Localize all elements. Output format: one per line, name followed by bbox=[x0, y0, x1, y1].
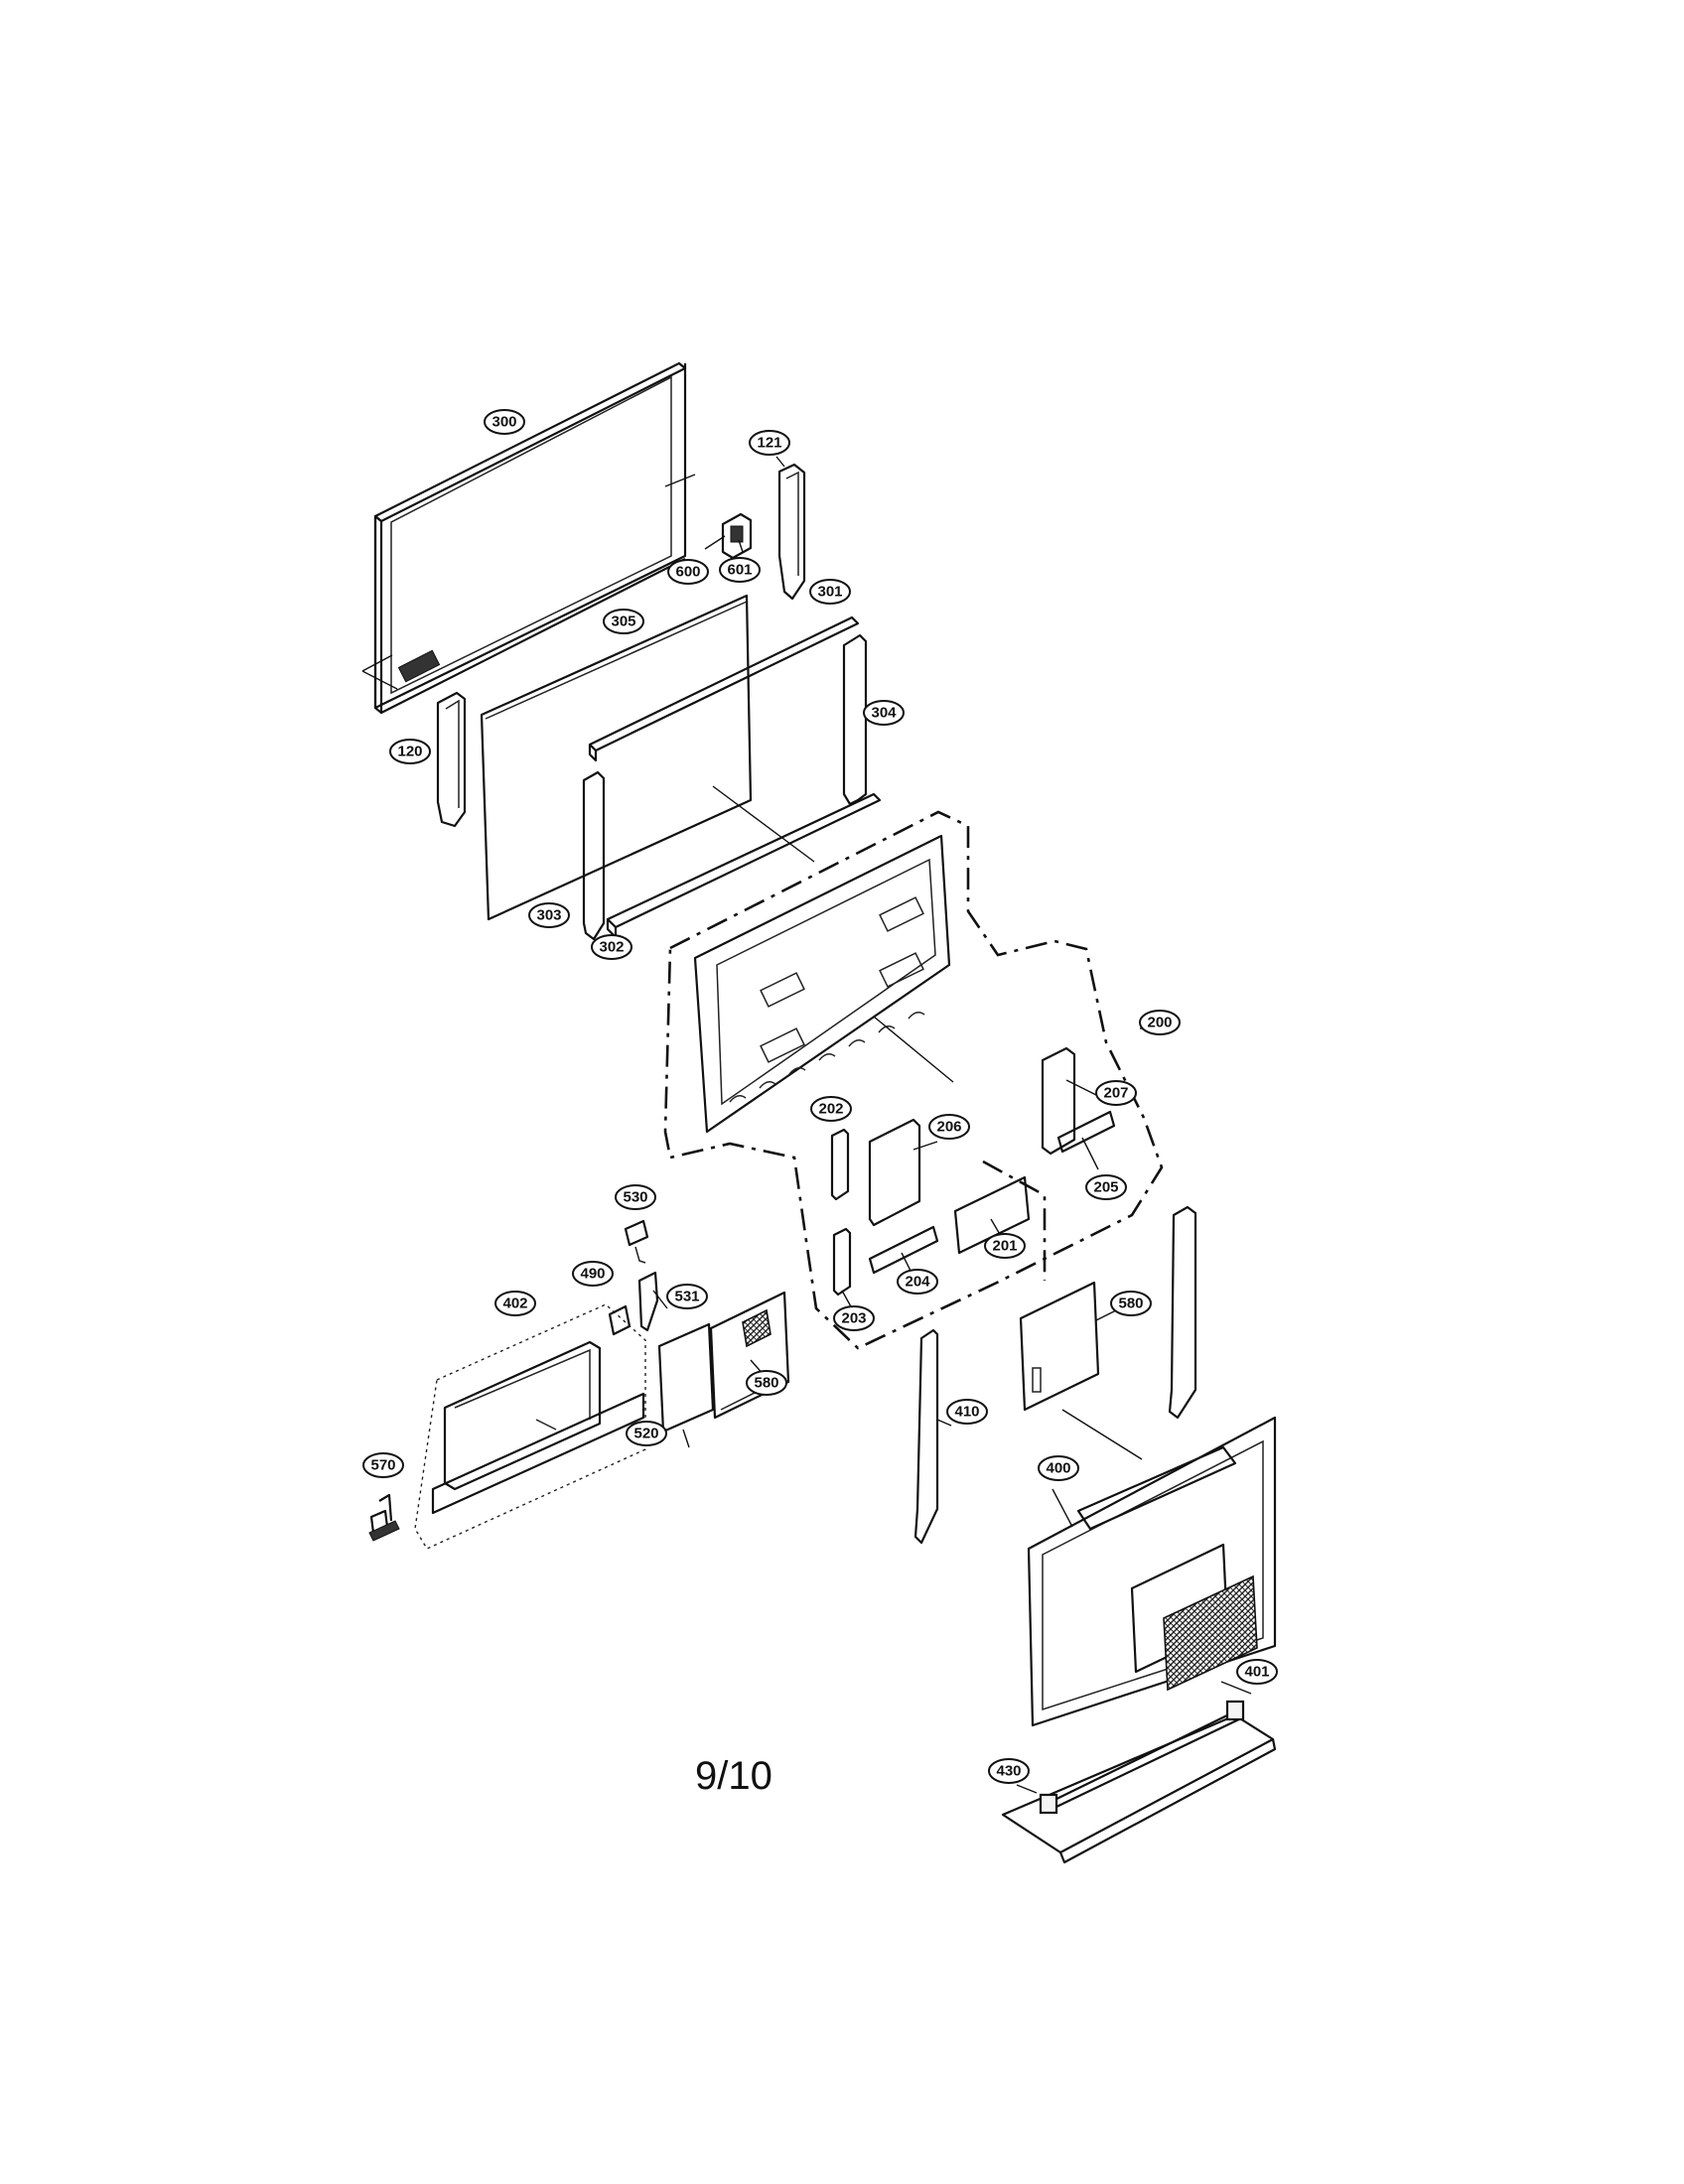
chassis-group-200 bbox=[663, 810, 1164, 1350]
callout-302: 302 bbox=[591, 934, 632, 960]
callout-301: 301 bbox=[809, 579, 851, 605]
left-strip-303 bbox=[582, 770, 606, 941]
callout-600: 600 bbox=[667, 559, 709, 585]
svg-text:490: 490 bbox=[580, 1266, 605, 1283]
callout-401: 401 bbox=[1236, 1659, 1278, 1685]
svg-text:410: 410 bbox=[954, 1404, 979, 1421]
svg-text:402: 402 bbox=[502, 1296, 527, 1312]
svg-text:204: 204 bbox=[905, 1274, 930, 1291]
glass-panel-305 bbox=[480, 594, 815, 921]
bracket-570 bbox=[368, 1493, 400, 1542]
board-520 bbox=[657, 1322, 715, 1448]
callout-402: 402 bbox=[494, 1291, 536, 1316]
side-bracket-121 bbox=[775, 456, 806, 601]
filter-strip-301 bbox=[588, 615, 860, 762]
board-203 bbox=[832, 1227, 853, 1309]
svg-text:430: 430 bbox=[996, 1763, 1021, 1780]
svg-text:120: 120 bbox=[397, 744, 422, 760]
svg-text:531: 531 bbox=[674, 1289, 699, 1305]
rear-cover-400 bbox=[1027, 1416, 1277, 1727]
svg-text:207: 207 bbox=[1103, 1085, 1128, 1102]
board-580-left bbox=[709, 1291, 790, 1420]
callout-204: 204 bbox=[897, 1269, 938, 1295]
callout-400: 400 bbox=[1038, 1455, 1079, 1481]
svg-text:580: 580 bbox=[1118, 1296, 1143, 1312]
svg-text:203: 203 bbox=[841, 1310, 866, 1327]
callout-205: 205 bbox=[1085, 1174, 1127, 1200]
bracket-490 bbox=[608, 1304, 632, 1336]
chassis-inner-divider bbox=[982, 1160, 1047, 1281]
callout-580-left: 580 bbox=[746, 1370, 787, 1396]
svg-text:205: 205 bbox=[1093, 1179, 1118, 1196]
callout-200: 200 bbox=[1139, 1010, 1181, 1035]
callout-303: 303 bbox=[528, 902, 570, 928]
panel-group-402 bbox=[414, 1303, 646, 1550]
callout-305: 305 bbox=[603, 609, 644, 634]
svg-text:400: 400 bbox=[1046, 1460, 1070, 1477]
svg-text:401: 401 bbox=[1244, 1664, 1269, 1681]
svg-text:570: 570 bbox=[370, 1457, 395, 1474]
svg-text:520: 520 bbox=[633, 1426, 658, 1442]
bottom-strip-302 bbox=[606, 792, 882, 939]
svg-text:303: 303 bbox=[536, 907, 561, 924]
svg-text:301: 301 bbox=[817, 584, 842, 601]
svg-text:202: 202 bbox=[818, 1101, 843, 1118]
callout-207: 207 bbox=[1095, 1080, 1137, 1106]
board-206 bbox=[868, 1118, 938, 1227]
svg-text:121: 121 bbox=[757, 435, 781, 452]
svg-text:305: 305 bbox=[611, 614, 635, 630]
front-bezel-300 bbox=[361, 361, 696, 715]
callout-520: 520 bbox=[626, 1421, 667, 1446]
svg-text:530: 530 bbox=[623, 1189, 647, 1206]
bracket-531 bbox=[637, 1271, 668, 1332]
page-number: 9/10 bbox=[695, 1754, 772, 1798]
switch-board-600-601 bbox=[704, 512, 753, 560]
callout-601: 601 bbox=[719, 557, 761, 583]
svg-text:302: 302 bbox=[599, 939, 624, 956]
control-board-402 bbox=[431, 1340, 645, 1515]
svg-text:206: 206 bbox=[936, 1119, 961, 1136]
callout-580-right: 580 bbox=[1110, 1291, 1152, 1316]
callout-121: 121 bbox=[749, 430, 790, 456]
board-202 bbox=[830, 1128, 850, 1201]
board-205 bbox=[1056, 1110, 1116, 1170]
callout-300: 300 bbox=[484, 409, 525, 435]
svg-text:580: 580 bbox=[754, 1375, 778, 1392]
stand-base-430 bbox=[1001, 1700, 1277, 1864]
bracket-right-upright bbox=[1168, 1205, 1197, 1420]
callout-530: 530 bbox=[615, 1184, 656, 1210]
right-strip-304 bbox=[842, 633, 868, 806]
board-580-right bbox=[1019, 1281, 1143, 1460]
board-207 bbox=[1041, 1046, 1107, 1156]
callout-202: 202 bbox=[810, 1096, 852, 1122]
svg-text:600: 600 bbox=[675, 564, 700, 581]
bracket-530 bbox=[624, 1219, 649, 1264]
svg-text:300: 300 bbox=[491, 414, 516, 431]
callout-203: 203 bbox=[833, 1305, 875, 1331]
svg-text:304: 304 bbox=[871, 705, 897, 722]
side-bracket-120 bbox=[436, 691, 467, 828]
board-204 bbox=[868, 1225, 939, 1278]
svg-text:601: 601 bbox=[727, 562, 752, 579]
chassis-frame bbox=[693, 834, 954, 1134]
callout-410: 410 bbox=[946, 1399, 988, 1425]
callout-490: 490 bbox=[572, 1261, 614, 1287]
bracket-410 bbox=[913, 1328, 952, 1545]
svg-text:201: 201 bbox=[992, 1238, 1017, 1255]
callout-570: 570 bbox=[362, 1452, 404, 1478]
callout-201: 201 bbox=[984, 1233, 1026, 1259]
callout-304: 304 bbox=[863, 700, 905, 726]
callout-206: 206 bbox=[928, 1114, 970, 1140]
callout-430: 430 bbox=[988, 1758, 1030, 1784]
callout-531: 531 bbox=[666, 1284, 708, 1309]
svg-text:200: 200 bbox=[1147, 1015, 1172, 1031]
callout-120: 120 bbox=[389, 739, 431, 764]
